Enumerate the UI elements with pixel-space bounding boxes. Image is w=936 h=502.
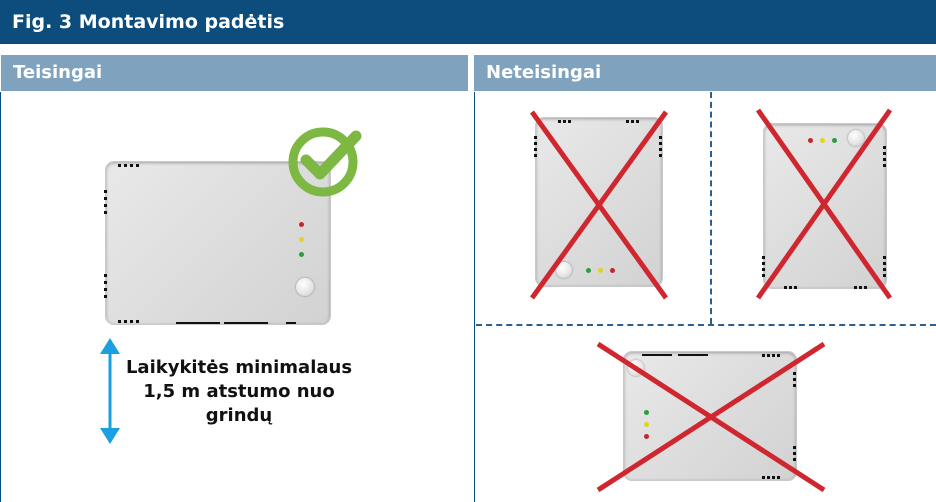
device-button: [556, 262, 572, 278]
device-button: [848, 130, 864, 146]
double-arrow-icon: [100, 338, 120, 444]
correct-header: Teisingai: [0, 55, 468, 91]
figure-title: Fig. 3 Montavimo padėtis: [0, 0, 936, 44]
incorrect-panel: [474, 92, 936, 502]
device-correct: [104, 162, 330, 324]
check-circle-icon: [288, 127, 362, 197]
note-line-2: 1,5 m atstumo nuo: [143, 381, 335, 402]
correct-panel: [0, 92, 469, 502]
led-yellow: [299, 237, 304, 242]
installation-note: Laikykitės minimalaus 1,5 m atstumo nuo …: [124, 356, 354, 428]
note-line-3: grindų: [205, 405, 273, 426]
led-red: [299, 222, 304, 227]
device-button: [296, 278, 314, 296]
red-x-icon: [596, 341, 826, 493]
incorrect-header: Neteisingai: [474, 55, 936, 91]
red-x-icon: [755, 108, 893, 300]
led-green: [299, 252, 304, 257]
vertical-divider: [710, 92, 712, 324]
horizontal-divider: [476, 324, 936, 326]
red-x-icon: [529, 110, 669, 300]
note-line-1: Laikykitės minimalaus: [125, 357, 353, 378]
